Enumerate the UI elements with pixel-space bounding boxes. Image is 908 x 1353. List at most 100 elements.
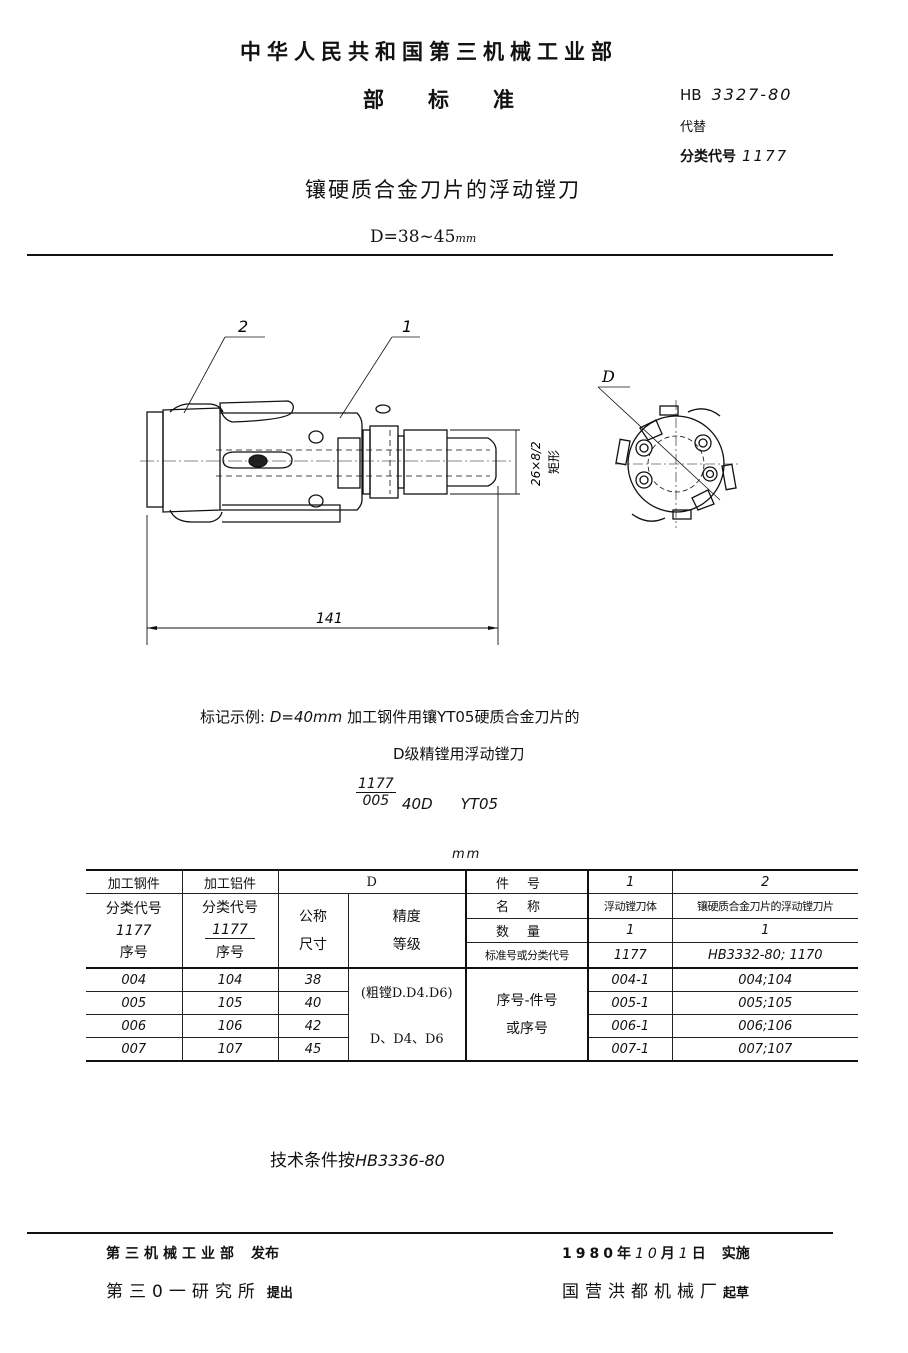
steel-seq: 006 [86,1014,183,1038]
part-number-1: 1 [587,869,673,894]
part2-code: 006;106 [671,1014,858,1038]
boring-cutter-drawing: 2 1 141 26×8/2 矩形 D [140,317,738,645]
alu-seq: 107 [181,1037,279,1062]
technical-conditions: 技术条件按HB3336-80 [270,1146,445,1171]
technical-standard: HB3336-80 [355,1151,445,1170]
effective-date-line: 1980年10月1日实施 [562,1243,750,1263]
part2-code: 007;107 [671,1037,858,1062]
callout-1: 1 [402,317,412,336]
drafter: 国营洪都机械厂 [562,1282,723,1302]
publisher-line: 第三机械工业部发布 [106,1243,279,1263]
nominal-size: 38 [277,967,349,992]
part1-code: 005-1 [587,991,673,1015]
publish-action: 发布 [251,1246,279,1262]
part-qty-1: 1 [587,917,673,944]
part-row-label: 数量 [465,917,589,944]
steel-seq: 007 [86,1037,183,1062]
fraction-top: 1177 [356,776,396,793]
part1-code: 004-1 [587,967,673,992]
table-unit: mm [452,847,482,862]
alu-sub-label: 分类代号 [202,900,258,916]
date-day: 1 [678,1246,692,1262]
footer-divider [27,1232,833,1234]
nominal-label-1: 公称 [299,908,327,925]
marking-example-diameter: D=40mm [269,708,343,726]
part-number-2: 2 [671,869,858,894]
classification-label: 分类代号 [680,149,736,165]
dim-spline-note: 矩形 [547,450,561,474]
part-qty-2: 1 [671,917,858,944]
marking-fraction: 1177 005 [356,776,396,809]
steel-seq: 004 [86,967,183,992]
part-name-1: 浮动镗刀体 [587,893,673,919]
table-row: 007 107 45 007-1 007;107 [86,1037,858,1062]
callout-D: D [601,367,615,386]
part1-code: 007-1 [587,1037,673,1062]
alu-seq: 106 [181,1014,279,1038]
nominal-size: 42 [277,1014,349,1038]
marking-example-desc: 加工钢件用镶YT05硬质合金刀片的 [347,708,580,726]
steel-sub-seq: 序号 [119,944,148,961]
part-std-1: 1177 [587,942,673,970]
technical-label: 技术条件按 [270,1151,355,1171]
diameter-range-value: D=38~45 [370,227,456,247]
part-name-2: 镶硬质合金刀片的浮动镗刀片 [671,893,858,919]
standard-code: HB 3327-80 [680,85,792,104]
standard-code-number: 3327-80 [711,85,793,104]
marking-example-line2: D级精镗用浮动镗刀 [393,745,525,763]
diameter-range-unit: mm [455,232,477,245]
part2-code: 005;105 [671,991,858,1015]
header-nominal: 公称 尺寸 [277,893,349,969]
effective-action: 实施 [721,1246,750,1262]
alu-seq: 105 [181,991,279,1015]
marking-size: 40D [402,795,433,813]
standard-label-char: 部 [363,88,384,112]
part-std-2: HB3332-80; 1170 [671,942,858,970]
seq-label-2: 或序号 [506,1020,548,1037]
table-row: 006 106 42 D、D4、D6 006-1 006;106 [86,1014,858,1062]
date-month-unit: 月 [660,1246,679,1262]
marking-grade: YT05 [460,795,499,813]
precision-fine: D、D4、D6 [347,1014,467,1062]
steel-seq: 005 [86,991,183,1015]
dim-length: 141 [316,611,343,627]
publisher: 第三机械工业部 [106,1246,239,1262]
marking-example-label: 标记示例: [200,708,266,726]
seq-label-1: 序号-件号 [496,992,558,1009]
alu-sub-code: 1177 [205,922,255,939]
drafter-line: 国营洪都机械厂起草 [562,1277,749,1302]
proposer-line: 第三0一研究所提出 [106,1277,293,1302]
date-year: 1980 [562,1246,617,1262]
standard-label: 部标准 [363,84,558,114]
header-steel-top: 加工钢件 [86,869,183,894]
nominal-label-2: 尺寸 [299,936,327,953]
header-alu-sub: 分类代号 1177 序号 [181,893,279,969]
header-divider [27,254,833,256]
propose-action: 提出 [266,1286,293,1301]
proposer: 第三0一研究所 [106,1282,261,1302]
marking-designation: 40D YT05 [402,795,526,813]
draft-action: 起草 [723,1286,750,1301]
header-steel-sub: 分类代号 1177 序号 [86,893,183,969]
standard-label-char: 准 [493,88,514,112]
table-row: 004 104 38 (粗镗D.D4.D6) 序号-件号 或序号 004-1 0… [86,967,858,1062]
date-year-unit: 年 [616,1246,635,1262]
nominal-size: 40 [277,991,349,1015]
standard-label-char: 标 [428,88,449,112]
standard-code-prefix: HB [680,86,702,104]
alu-sub-seq: 序号 [216,945,244,961]
part1-code: 006-1 [587,1014,673,1038]
precision-label-2: 等级 [392,936,421,953]
part2-code: 004;104 [671,967,858,992]
steel-sub-label: 分类代号 [105,900,162,917]
header-precision: 精度 等级 [347,893,467,969]
diameter-range: D=38~45mm [370,227,476,247]
steel-sub-code: 1177 [115,922,152,939]
precision-label-1: 精度 [392,908,421,925]
date-month: 10 [634,1246,661,1262]
nominal-size: 45 [277,1037,349,1062]
marking-example-line1: 标记示例: D=40mm 加工钢件用镶YT05硬质合金刀片的 [200,706,579,727]
seq-label: 序号-件号 或序号 [465,967,589,1062]
ministry-title: 中华人民共和国第三机械工业部 [240,40,618,64]
